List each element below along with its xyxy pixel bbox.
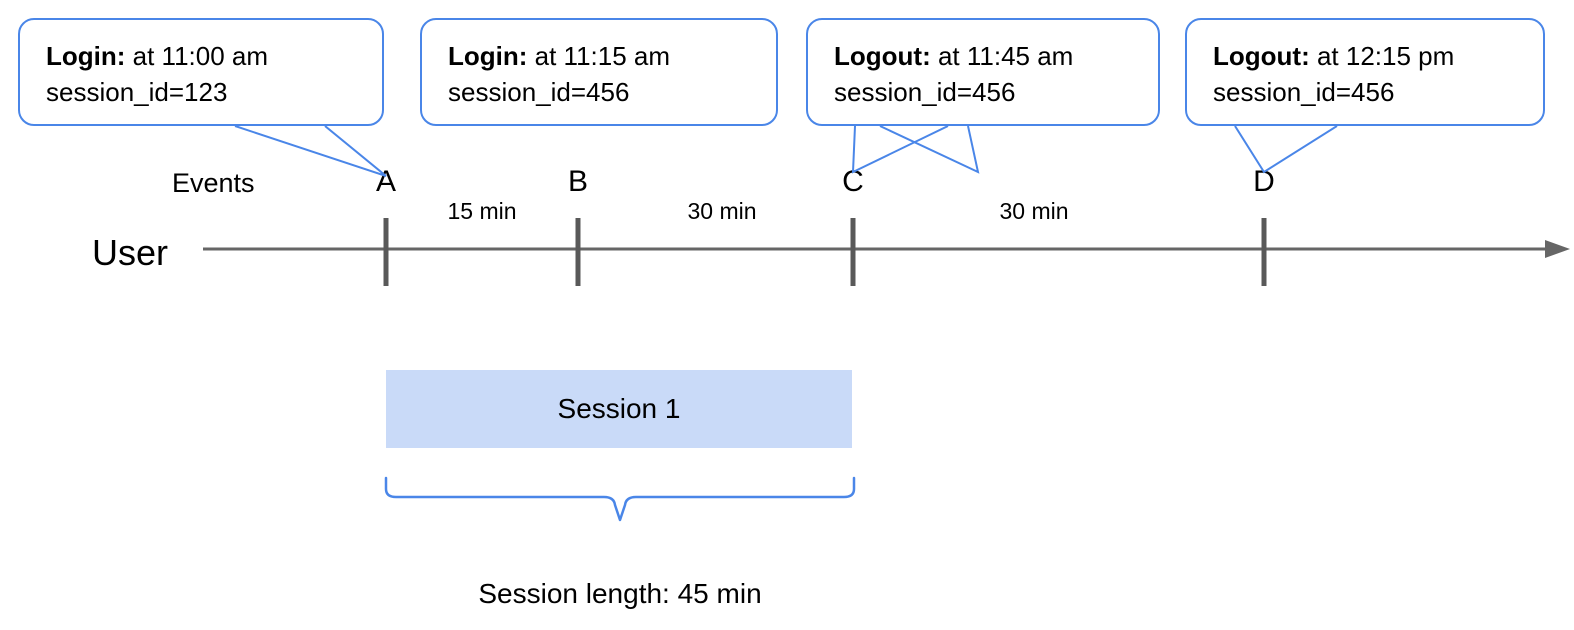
event-callout-b: Login: at 11:15 am session_id=456 — [420, 18, 778, 126]
event-time-b: at 11:15 am — [527, 41, 671, 71]
event-session-id-c: session_id=456 — [834, 77, 1016, 107]
callout-tail-d — [1234, 125, 1338, 174]
event-callout-a: Login: at 11:00 am session_id=123 — [18, 18, 384, 126]
session-span-brace — [384, 476, 856, 522]
callout-tail-a — [234, 125, 387, 177]
tick-label-a: A — [375, 165, 397, 198]
event-kind-a: Login: — [46, 41, 126, 71]
tick-label-d: D — [1253, 165, 1275, 198]
gap-label-ab: 15 min — [447, 198, 517, 224]
event-callout-c: Logout: at 11:45 am session_id=456 — [806, 18, 1160, 126]
tick-label-c: C — [842, 165, 864, 198]
session-length-label: Session length: 45 min — [478, 578, 762, 609]
tick-label-b: B — [567, 165, 589, 198]
event-session-id-b: session_id=456 — [448, 77, 630, 107]
events-row-label: Events — [172, 168, 255, 198]
event-kind-c: Logout: — [834, 41, 931, 71]
event-session-id-d: session_id=456 — [1213, 77, 1395, 107]
event-kind-d: Logout: — [1213, 41, 1310, 71]
event-callout-c-text: Logout: at 11:45 am session_id=456 — [834, 38, 1146, 110]
session-bar-label: Session 1 — [557, 393, 681, 424]
gap-label-bc: 30 min — [687, 198, 757, 224]
session-bar: Session 1 — [386, 370, 852, 448]
gap-label-cd: 30 min — [999, 198, 1069, 224]
event-time-d: at 12:15 pm — [1309, 41, 1455, 71]
event-kind-b: Login: — [448, 41, 528, 71]
user-row-label: User — [92, 232, 169, 273]
event-time-c: at 11:45 am — [930, 41, 1074, 71]
event-time-a: at 11:00 am — [125, 41, 269, 71]
event-callout-a-text: Login: at 11:00 am session_id=123 — [46, 38, 370, 110]
event-callout-d-text: Logout: at 12:15 pm session_id=456 — [1213, 38, 1531, 110]
event-callout-b-text: Login: at 11:15 am session_id=456 — [448, 38, 764, 110]
callout-tail-c — [851, 125, 949, 174]
event-session-id-a: session_id=123 — [46, 77, 228, 107]
event-callout-d: Logout: at 12:15 pm session_id=456 — [1185, 18, 1545, 126]
callout-tail-b — [879, 125, 980, 174]
